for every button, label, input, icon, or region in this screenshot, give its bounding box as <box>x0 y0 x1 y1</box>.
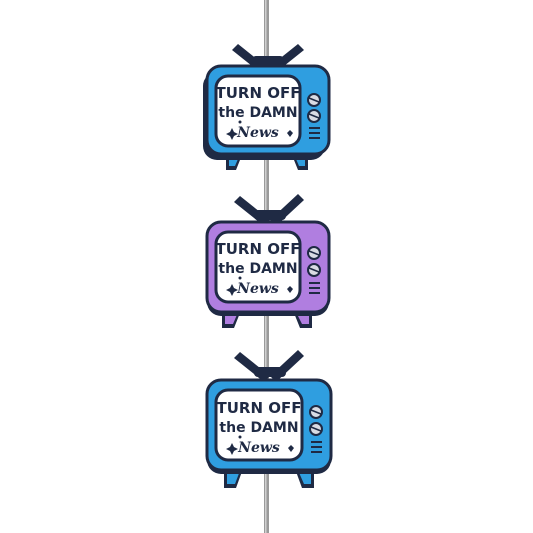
screen-text-line3: News <box>237 440 280 456</box>
knob-icon <box>307 246 321 277</box>
screen-text-line1: TURN OFF <box>216 84 301 102</box>
tv-screen <box>214 74 302 148</box>
speaker-grille <box>309 127 320 139</box>
sparkle-icon <box>226 276 293 296</box>
antenna-icon <box>234 350 304 382</box>
antenna-icon <box>234 194 304 226</box>
screen-text-line3: News <box>236 125 279 141</box>
screen-text-line3: News <box>236 281 279 297</box>
tv-screen <box>214 388 304 462</box>
screen-text-line2: the DAMN <box>219 420 298 436</box>
tv-screen <box>214 230 302 304</box>
speaker-grille <box>311 441 322 453</box>
tv-bead-1: TURN OFF the DAMN News <box>203 44 331 170</box>
sparkle-icon <box>226 435 294 455</box>
knob-icon <box>309 405 323 436</box>
screen-text-line2: the DAMN <box>218 105 297 121</box>
tv-bead-3: TURN OFF the DAMN News <box>205 350 333 488</box>
sparkle-icon <box>226 120 293 140</box>
speaker-grille <box>309 282 320 294</box>
knob-icon <box>307 93 321 123</box>
screen-text-line1: TURN OFF <box>216 240 301 258</box>
tv-bead-2: TURN OFF the DAMN News <box>205 194 331 328</box>
screen-text-line1: TURN OFF <box>217 399 302 417</box>
screen-text-line2: the DAMN <box>218 261 297 277</box>
